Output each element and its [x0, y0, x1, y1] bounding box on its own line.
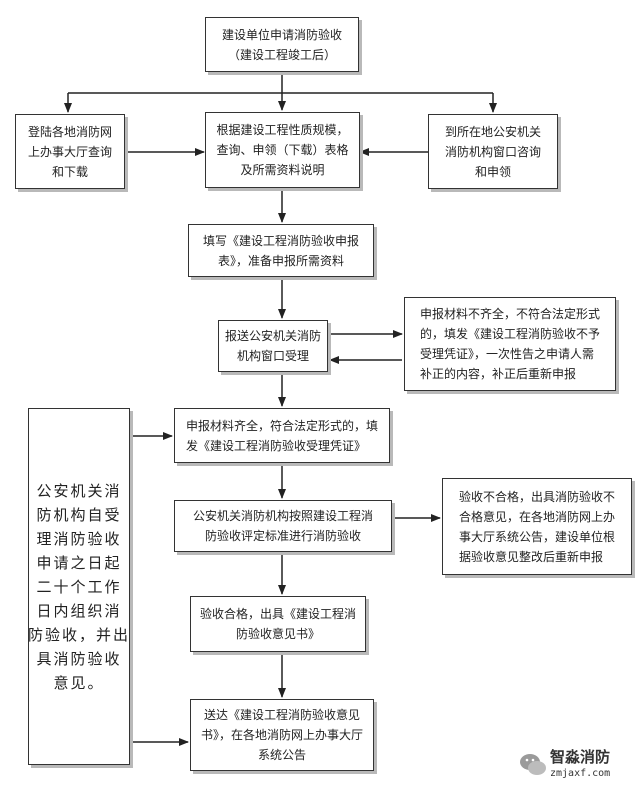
box-fill: 填写《建设工程消防验收申报 表》，准备申报所需资料	[188, 224, 374, 277]
box-submit-text: 报送公安机关消防 机构窗口受理	[224, 329, 321, 363]
box-deliver: 送达《建设工程消防验收意见 书》，在各地消防网上办事大厅 系统公告	[190, 699, 374, 771]
box-fill-text: 填写《建设工程消防验收申报 表》，准备申报所需资料	[202, 233, 359, 268]
box-consult: 根据建设工程性质规模， 查询、申领（下载）表格 及所需资料说明	[205, 112, 360, 188]
box-fail: 验收不合格，出具消防验收不 合格意见，在各地消防网上办 事大厅系统公告，建设单位…	[442, 478, 632, 575]
box-pass: 验收合格，出具《建设工程消 防验收意见书》	[190, 596, 366, 652]
watermark-url: zmjaxf.com	[550, 768, 611, 779]
box-incomplete: 申报材料不齐全，不符合法定形式 的，填发《建设工程消防验收不予 受理凭证》，一次…	[404, 297, 616, 391]
box-fail-text: 验收不合格，出具消防验收不 合格意见，在各地消防网上办 事大厅系统公告，建设单位…	[458, 489, 615, 564]
box-submit: 报送公安机关消防 机构窗口受理	[218, 320, 328, 372]
box-accept-text: 申报材料齐全，符合法定形式的，填 发《建设工程消防验收受理凭证》	[185, 418, 378, 453]
box-deliver-text: 送达《建设工程消防验收意见 书》，在各地消防网上办事大厅 系统公告	[200, 708, 363, 762]
box-start: 建设单位申请消防验收 （建设工程竣工后）	[205, 17, 359, 72]
box-incomplete-text: 申报材料不齐全，不符合法定形式 的，填发《建设工程消防验收不予 受理凭证》，一次…	[419, 307, 600, 381]
box-inspect: 公安机关消防机构按照建设工程消 防验收评定标准进行消防验收	[174, 500, 392, 552]
box-consult-text: 根据建设工程性质规模， 查询、申领（下载）表格 及所需资料说明	[216, 123, 349, 177]
box-pass-text: 验收合格，出具《建设工程消 防验收意见书》	[199, 607, 356, 641]
box-online: 登陆各地消防网 上办事大厅查询 和下载	[15, 114, 125, 189]
box-inspect-text: 公安机关消防机构按照建设工程消 防验收评定标准进行消防验收	[192, 509, 373, 543]
box-accept: 申报材料齐全，符合法定形式的，填 发《建设工程消防验收受理凭证》	[174, 408, 390, 463]
box-online-text: 登陆各地消防网 上办事大厅查询 和下载	[27, 124, 112, 179]
box-timeline-text: 公安机关消 防机构自受 理消防验收 申请之日起 二十个工作 日内组织消 防验收，…	[28, 481, 131, 692]
watermark-name: 智淼消防	[550, 748, 611, 766]
box-timeline: 公安机关消 防机构自受 理消防验收 申请之日起 二十个工作 日内组织消 防验收，…	[28, 408, 130, 765]
box-window-text: 到所在地公安机关 消防机构窗口咨询 和申领	[444, 124, 541, 179]
wechat-logo-icon	[520, 754, 546, 775]
box-window: 到所在地公安机关 消防机构窗口咨询 和申领	[428, 114, 558, 189]
box-start-text: 建设单位申请消防验收 （建设工程竣工后）	[221, 27, 342, 62]
watermark: 智淼消防 zmjaxf.com	[516, 744, 640, 788]
